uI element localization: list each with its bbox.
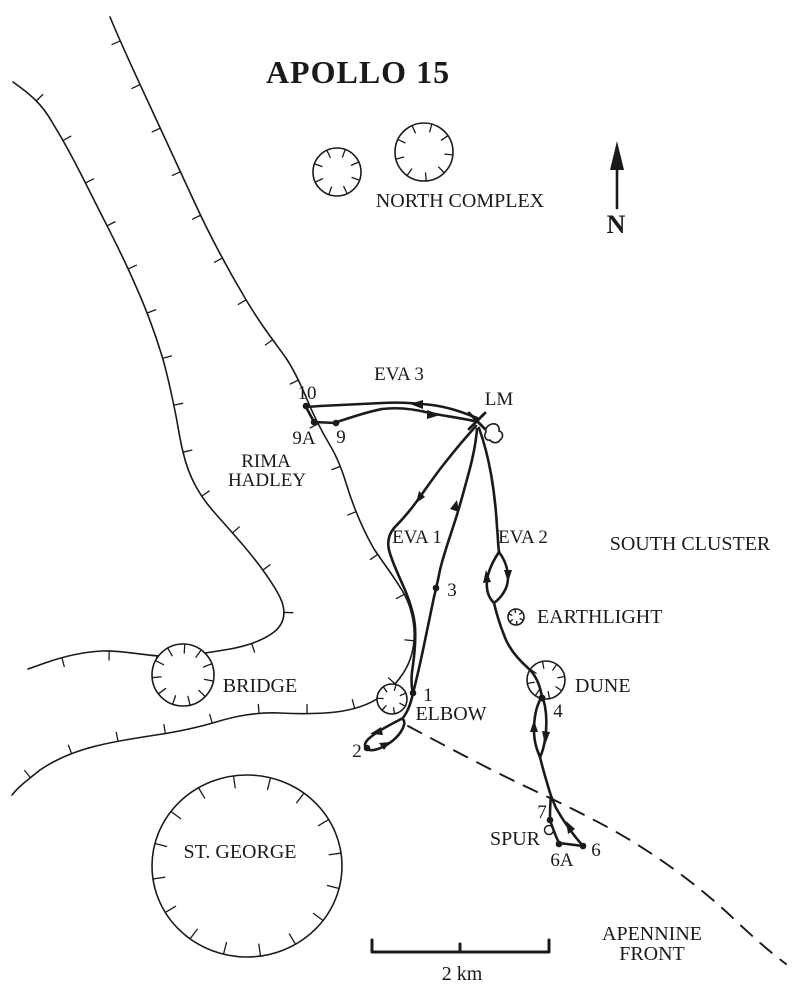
traverse-eva3-return <box>335 406 476 424</box>
eva1-outbound-arrow <box>416 491 425 503</box>
scale-bar <box>370 938 551 954</box>
eva3-outbound-arrow <box>410 400 423 409</box>
north-arrow-icon <box>610 141 624 210</box>
station-label-1: 1 <box>423 685 433 706</box>
eva1-return-arrow <box>450 500 459 512</box>
lm-marker <box>467 411 487 431</box>
station-dot-7 <box>546 816 554 824</box>
traverse-spur-approach <box>538 755 553 798</box>
station-label-6a: 6A <box>550 850 574 871</box>
label-earthlight: EARTHLIGHT <box>537 606 662 628</box>
traverse-eva2-north <box>477 426 501 554</box>
station-label-10: 10 <box>298 383 317 404</box>
label-eva3: EVA 3 <box>374 364 424 385</box>
station-label-6: 6 <box>591 840 601 861</box>
eva3-return-arrow <box>427 410 440 419</box>
crater-near-lm <box>483 423 504 444</box>
traverse-eva2-diamond-east <box>492 550 510 605</box>
label-elbow: ELBOW <box>415 703 486 725</box>
crater-st-george <box>151 774 343 958</box>
eva2-return-arrow <box>483 570 491 583</box>
craters <box>151 122 566 958</box>
station-dot-6 <box>579 842 587 850</box>
station-dot-6a <box>555 840 563 848</box>
label-south-cluster: SOUTH CLUSTER <box>610 533 771 555</box>
station-dot-3 <box>432 584 440 592</box>
traverse-eva3-outbound <box>305 401 479 420</box>
rille-east-edge <box>11 16 415 796</box>
label-spur: SPUR <box>490 828 541 850</box>
rille-west-edge <box>12 81 285 670</box>
station-label-9a: 9A <box>292 428 316 449</box>
label-eva2: EVA 2 <box>498 527 548 548</box>
loop-outbound-arrow <box>370 727 383 735</box>
apennine-front-dashed-line <box>407 725 787 965</box>
crater-dune <box>526 660 566 700</box>
label-st-george: ST. GEORGE <box>184 841 297 863</box>
label-eva1: EVA 1 <box>392 527 442 548</box>
scale-label: 2 km <box>442 963 483 985</box>
traverse-dune-spur-east <box>538 696 548 759</box>
station-dot-10 <box>302 402 310 410</box>
eva2-outbound-arrow <box>504 570 512 582</box>
crater-north-complex-west <box>312 147 362 197</box>
station-label-3: 3 <box>447 580 457 601</box>
label-hadley: HADLEY <box>228 470 306 491</box>
label-lm: LM <box>485 389 514 410</box>
dune-spur-south-arrow <box>542 731 550 745</box>
station-label-4: 4 <box>553 701 563 722</box>
compass-label: N <box>607 210 626 239</box>
station-dot-9a <box>310 418 318 426</box>
traverse-eva1-outbound <box>386 424 478 695</box>
spur-return-arrow <box>566 821 575 834</box>
traverse-spur-triangle <box>548 794 585 848</box>
station-dot-4 <box>538 694 546 702</box>
crater-earthlight <box>507 608 525 626</box>
label-north-complex: NORTH COMPLEX <box>376 190 545 212</box>
label-dune: DUNE <box>575 675 631 697</box>
page-title: APOLLO 15 <box>266 54 450 90</box>
station-dot-9 <box>332 419 340 427</box>
label-apennine: APENNINE <box>602 923 702 945</box>
traverse-eva2-mid <box>492 601 544 699</box>
station-dots <box>302 402 587 850</box>
station-dot-2 <box>363 744 371 752</box>
station-label-2: 2 <box>352 741 362 762</box>
station-label-9: 9 <box>336 427 346 448</box>
loop-return-arrow <box>379 742 390 750</box>
label-rima: RIMA <box>241 451 291 472</box>
station-dot-1 <box>409 689 417 697</box>
traverse-eva1-return <box>411 427 479 695</box>
dune-spur-north-arrow <box>530 720 538 732</box>
label-front: FRONT <box>619 943 685 965</box>
label-bridge: BRIDGE <box>223 675 297 697</box>
station-label-7: 7 <box>537 802 547 823</box>
